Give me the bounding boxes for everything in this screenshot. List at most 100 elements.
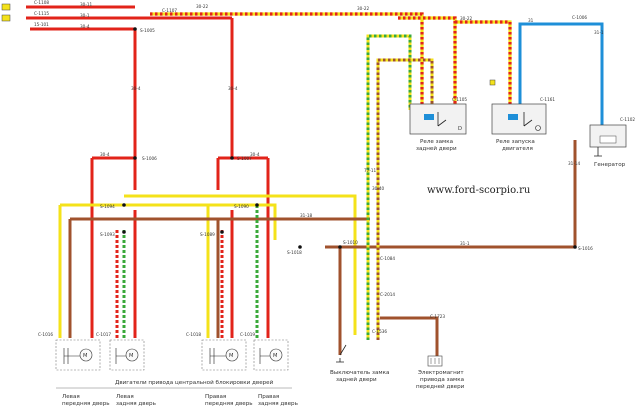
wire-brown-magnet xyxy=(380,316,439,358)
wires xyxy=(26,5,604,358)
coil-icon xyxy=(430,358,440,364)
motor-symbol: M xyxy=(273,353,277,359)
magnet-label-1: Электромагнит xyxy=(418,370,464,376)
junction-s1090 xyxy=(255,203,259,207)
generator: C-1102 Генератор xyxy=(589,117,635,168)
front-door-magnet xyxy=(427,355,443,367)
generator-regulator-icon xyxy=(599,135,617,144)
motors-caption: Двигатели привода центральной блокировки… xyxy=(115,379,274,386)
label-s1010: S-1010 xyxy=(343,240,358,245)
label-30-4-a: 30-4 xyxy=(100,152,110,157)
motor-housing xyxy=(201,339,247,371)
generator-connector: C-1102 xyxy=(620,117,635,122)
relay-terminal-icon xyxy=(535,125,541,131)
front-left-label-1: Левая xyxy=(62,394,80,400)
wire-yellow-red-2-dash xyxy=(398,16,457,110)
wire-yellow-red-30-22-dash xyxy=(150,12,424,110)
label-30-22-b: 30-22 xyxy=(357,6,370,11)
wire-brown-yellow-relay-dash xyxy=(376,58,434,340)
fuse-icon xyxy=(1,3,11,11)
switch-label-2: задней двери xyxy=(336,376,377,383)
motor-housing xyxy=(55,339,101,371)
front-right-label-1: Правая xyxy=(205,394,226,400)
junction-s1093 xyxy=(122,230,126,234)
junctions xyxy=(122,27,577,249)
label-c2014: C-2014 xyxy=(380,292,395,297)
label-c1723: C-1723 xyxy=(430,314,445,319)
label-s1090: S-1090 xyxy=(234,204,249,209)
motor-symbol: M xyxy=(83,353,87,359)
junction-s1094 xyxy=(122,203,126,207)
relay-label-line2: задней двери xyxy=(416,145,457,152)
wire-yellow-red-3-dash xyxy=(455,20,512,110)
switch-label-1: Выключатель замка xyxy=(330,370,389,376)
motor-icon xyxy=(79,348,93,362)
wire-brown-yellow-relay xyxy=(376,58,434,340)
rear-door-relay: D C-1105 Реле замка задней двери xyxy=(409,97,467,152)
rear-left-label-2: задняя дверь xyxy=(116,401,156,407)
wire-yellow-bus-2 xyxy=(60,203,277,240)
magnet-label-3: передней двери xyxy=(416,383,465,390)
label-c1536: C-1536 xyxy=(372,329,387,334)
label-30-1: 30-1 xyxy=(80,13,90,18)
label-c1016: C-1016 xyxy=(38,332,53,337)
label-c1018: C-1018 xyxy=(186,332,201,337)
label-31-18: 31-18 xyxy=(300,213,313,218)
motor-icon xyxy=(125,348,139,362)
label-s1094: S-1094 xyxy=(100,204,115,209)
relay-coil-icon xyxy=(508,114,518,120)
label-15-101: 15-101 xyxy=(34,22,49,27)
rear-right-label-2: задняя дверь xyxy=(258,401,298,407)
wire-blue xyxy=(518,22,604,125)
relay-connector: C-1161 xyxy=(540,97,555,102)
label-30-4: 30-4 xyxy=(80,24,90,29)
watermark: www.ford-scorpio.ru xyxy=(427,185,531,196)
label-31-14: 31-14 xyxy=(568,161,581,166)
junction-s1018 xyxy=(298,245,302,249)
label-s1016: S-1016 xyxy=(578,246,593,251)
label-s1018: S-1018 xyxy=(287,250,302,255)
relay-switch-icon xyxy=(437,112,447,127)
label-c1084: C-1084 xyxy=(380,256,395,261)
label-c1017: C-1017 xyxy=(96,332,111,337)
motor-housing xyxy=(109,339,145,371)
junction-s1016 xyxy=(573,245,577,249)
wire-yellow-bus-1 xyxy=(124,194,357,270)
relay-switch-icon xyxy=(523,112,533,127)
connector-c1006: C-1006 xyxy=(572,15,587,20)
label-30-22-c: 30-22 xyxy=(460,16,473,21)
top-left-connectors: C-1108 30-11 30-1 30-4 C-1107 30-22 C-11… xyxy=(1,0,604,35)
wire-red-branch-right xyxy=(216,156,270,338)
label-30-4-d: 30-4 xyxy=(228,86,238,91)
motor-icon xyxy=(269,348,283,362)
magnet-label-2: привода замка xyxy=(420,377,464,383)
switch-contacts-icon xyxy=(115,348,126,364)
connector-c1108: C-1108 xyxy=(34,0,49,5)
front-left-label-2: передняя дверь xyxy=(62,401,110,407)
connector-c1107: C-1107 xyxy=(162,8,177,13)
label-31-1: 31-1 xyxy=(460,241,470,246)
motor-symbol: M xyxy=(129,353,133,359)
junction-s1006 xyxy=(133,156,137,160)
motor-symbol: M xyxy=(229,353,233,359)
label-s1005: S-1005 xyxy=(140,28,155,33)
switch-contacts-icon xyxy=(209,348,226,364)
label-77-11: 77-11 xyxy=(364,168,377,173)
switch-contacts-icon xyxy=(259,348,270,364)
engine-relay: C-1161 Реле запуска двигателя xyxy=(489,79,555,152)
relay-label-line2: двигателя xyxy=(502,146,533,152)
junction-s1010 xyxy=(338,245,342,249)
wire-red-branch-left xyxy=(90,156,137,338)
label-31-1: 31-1 xyxy=(594,30,604,35)
relay-coil-icon xyxy=(424,114,434,120)
motor-rear-left: M xyxy=(109,339,145,371)
bottom-captions: Двигатели привода центральной блокировки… xyxy=(56,370,465,407)
label-30-11: 30-11 xyxy=(80,2,93,7)
mid-labels: S-1006 S-1007 30-4 30-4 30-4 30-4 31-14 … xyxy=(38,86,593,337)
ground-icon xyxy=(594,147,602,157)
junction-s1005 xyxy=(133,27,137,31)
label-s1007: S-1007 xyxy=(237,156,252,161)
label-31: 31 xyxy=(528,18,534,23)
wire-yellow-red-30-22 xyxy=(150,12,424,110)
wire-yellow-green-relay-dash xyxy=(366,34,412,340)
